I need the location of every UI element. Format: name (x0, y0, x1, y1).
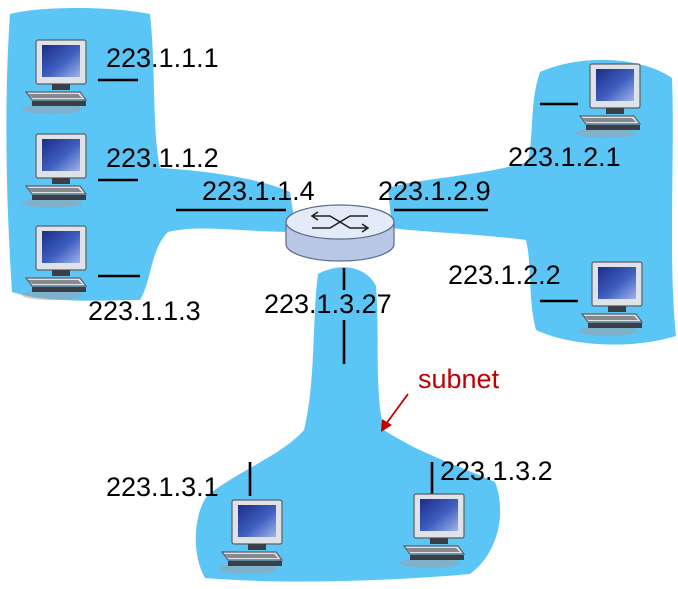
router-interface-label: 223.1.1.4 (202, 176, 315, 206)
router-interface-label: 223.1.3.27 (264, 289, 392, 319)
arrow-icon (381, 393, 409, 432)
host-ip-label: 223.1.2.1 (508, 142, 621, 172)
router-interface-label: 223.1.2.9 (378, 176, 491, 206)
host-ip-label: 223.1.1.2 (106, 143, 219, 173)
host-ip-label: 223.1.3.1 (106, 472, 219, 502)
router-icon (285, 204, 395, 262)
host-ip-label: 223.1.3.2 (440, 456, 553, 486)
host-ip-label: 223.1.1.1 (106, 43, 219, 73)
subnet-annotation-label: subnet (418, 364, 500, 394)
host-ip-label: 223.1.1.3 (88, 296, 201, 326)
host-ip-label: 223.1.2.2 (448, 260, 561, 290)
